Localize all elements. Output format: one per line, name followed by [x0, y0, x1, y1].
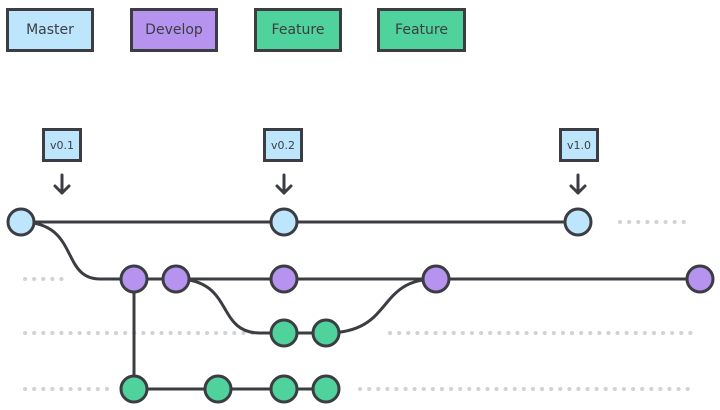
feature-commit [269, 318, 299, 348]
arrow-down-icon [569, 173, 587, 195]
feature-commit [311, 374, 341, 404]
arrow-down-icon [53, 173, 71, 195]
branch-lines [19, 220, 702, 391]
legend-feature: Feature [377, 8, 466, 52]
feature-commit [311, 318, 341, 348]
develop-commit [421, 264, 451, 294]
develop-commit [685, 264, 715, 294]
tag-v0-2: v0.2 [263, 128, 303, 162]
develop-to-feature1-curve [174, 277, 286, 335]
feature-commit [203, 374, 233, 404]
legend-master: Master [6, 8, 94, 52]
master-to-develop-curve [19, 220, 136, 281]
tag-v1-0: v1.0 [559, 128, 599, 162]
master-commit [269, 207, 299, 237]
develop-commit [269, 264, 299, 294]
tag-v0-1: v0.1 [42, 128, 82, 162]
legend-develop: Develop [130, 8, 218, 52]
legend-feature: Feature [254, 8, 342, 52]
feature-commit [269, 374, 299, 404]
develop-commit [119, 264, 149, 294]
feature1-merge-curve [324, 277, 438, 335]
develop-commit [161, 264, 191, 294]
master-commit [6, 207, 36, 237]
commits [6, 207, 715, 404]
arrow-down-icon [275, 173, 293, 195]
master-commit [563, 207, 593, 237]
feature-commit [119, 374, 149, 404]
dotted-lines [23, 220, 697, 391]
tag-arrows [53, 173, 587, 195]
